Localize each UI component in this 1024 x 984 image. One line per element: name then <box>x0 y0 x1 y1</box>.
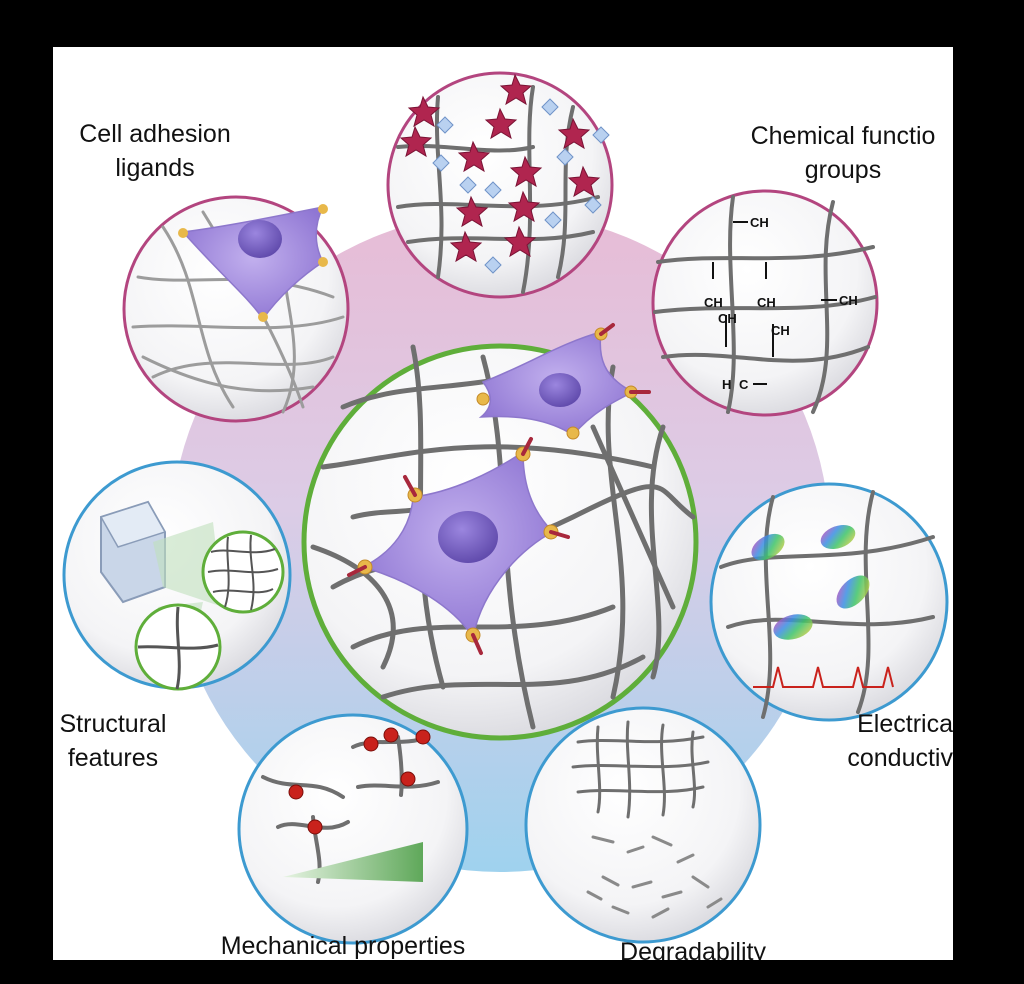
chem-label-8: C <box>739 377 749 392</box>
chem-label-3: CH <box>757 295 776 310</box>
chem-label-1: CH <box>750 215 769 230</box>
mechanical-properties-circle <box>237 713 469 945</box>
top-circle-functional-groups <box>386 71 614 299</box>
center-circle <box>301 323 699 741</box>
chemical-groups-circle: CH CH CH CH CH CH H C <box>651 189 879 417</box>
chem-label-4: CH <box>839 293 858 308</box>
chem-label-5: CH <box>718 311 737 326</box>
diagram-panel: CH CH CH CH CH CH H C <box>53 47 953 960</box>
label-degradability: Degradability <box>620 938 766 960</box>
structural-features-circle <box>62 460 292 691</box>
cell-adhesion-circle <box>122 195 350 423</box>
chem-label-6: CH <box>771 323 790 338</box>
hydrogel-properties-diagram: CH CH CH CH CH CH H C <box>62 71 949 945</box>
label-mechanical-properties: Mechanical properties <box>220 932 466 960</box>
chem-label-7: H <box>722 377 731 392</box>
electrical-conductivity-circle <box>709 482 949 722</box>
degradability-circle <box>524 706 762 944</box>
chem-label-2: CH <box>704 295 723 310</box>
